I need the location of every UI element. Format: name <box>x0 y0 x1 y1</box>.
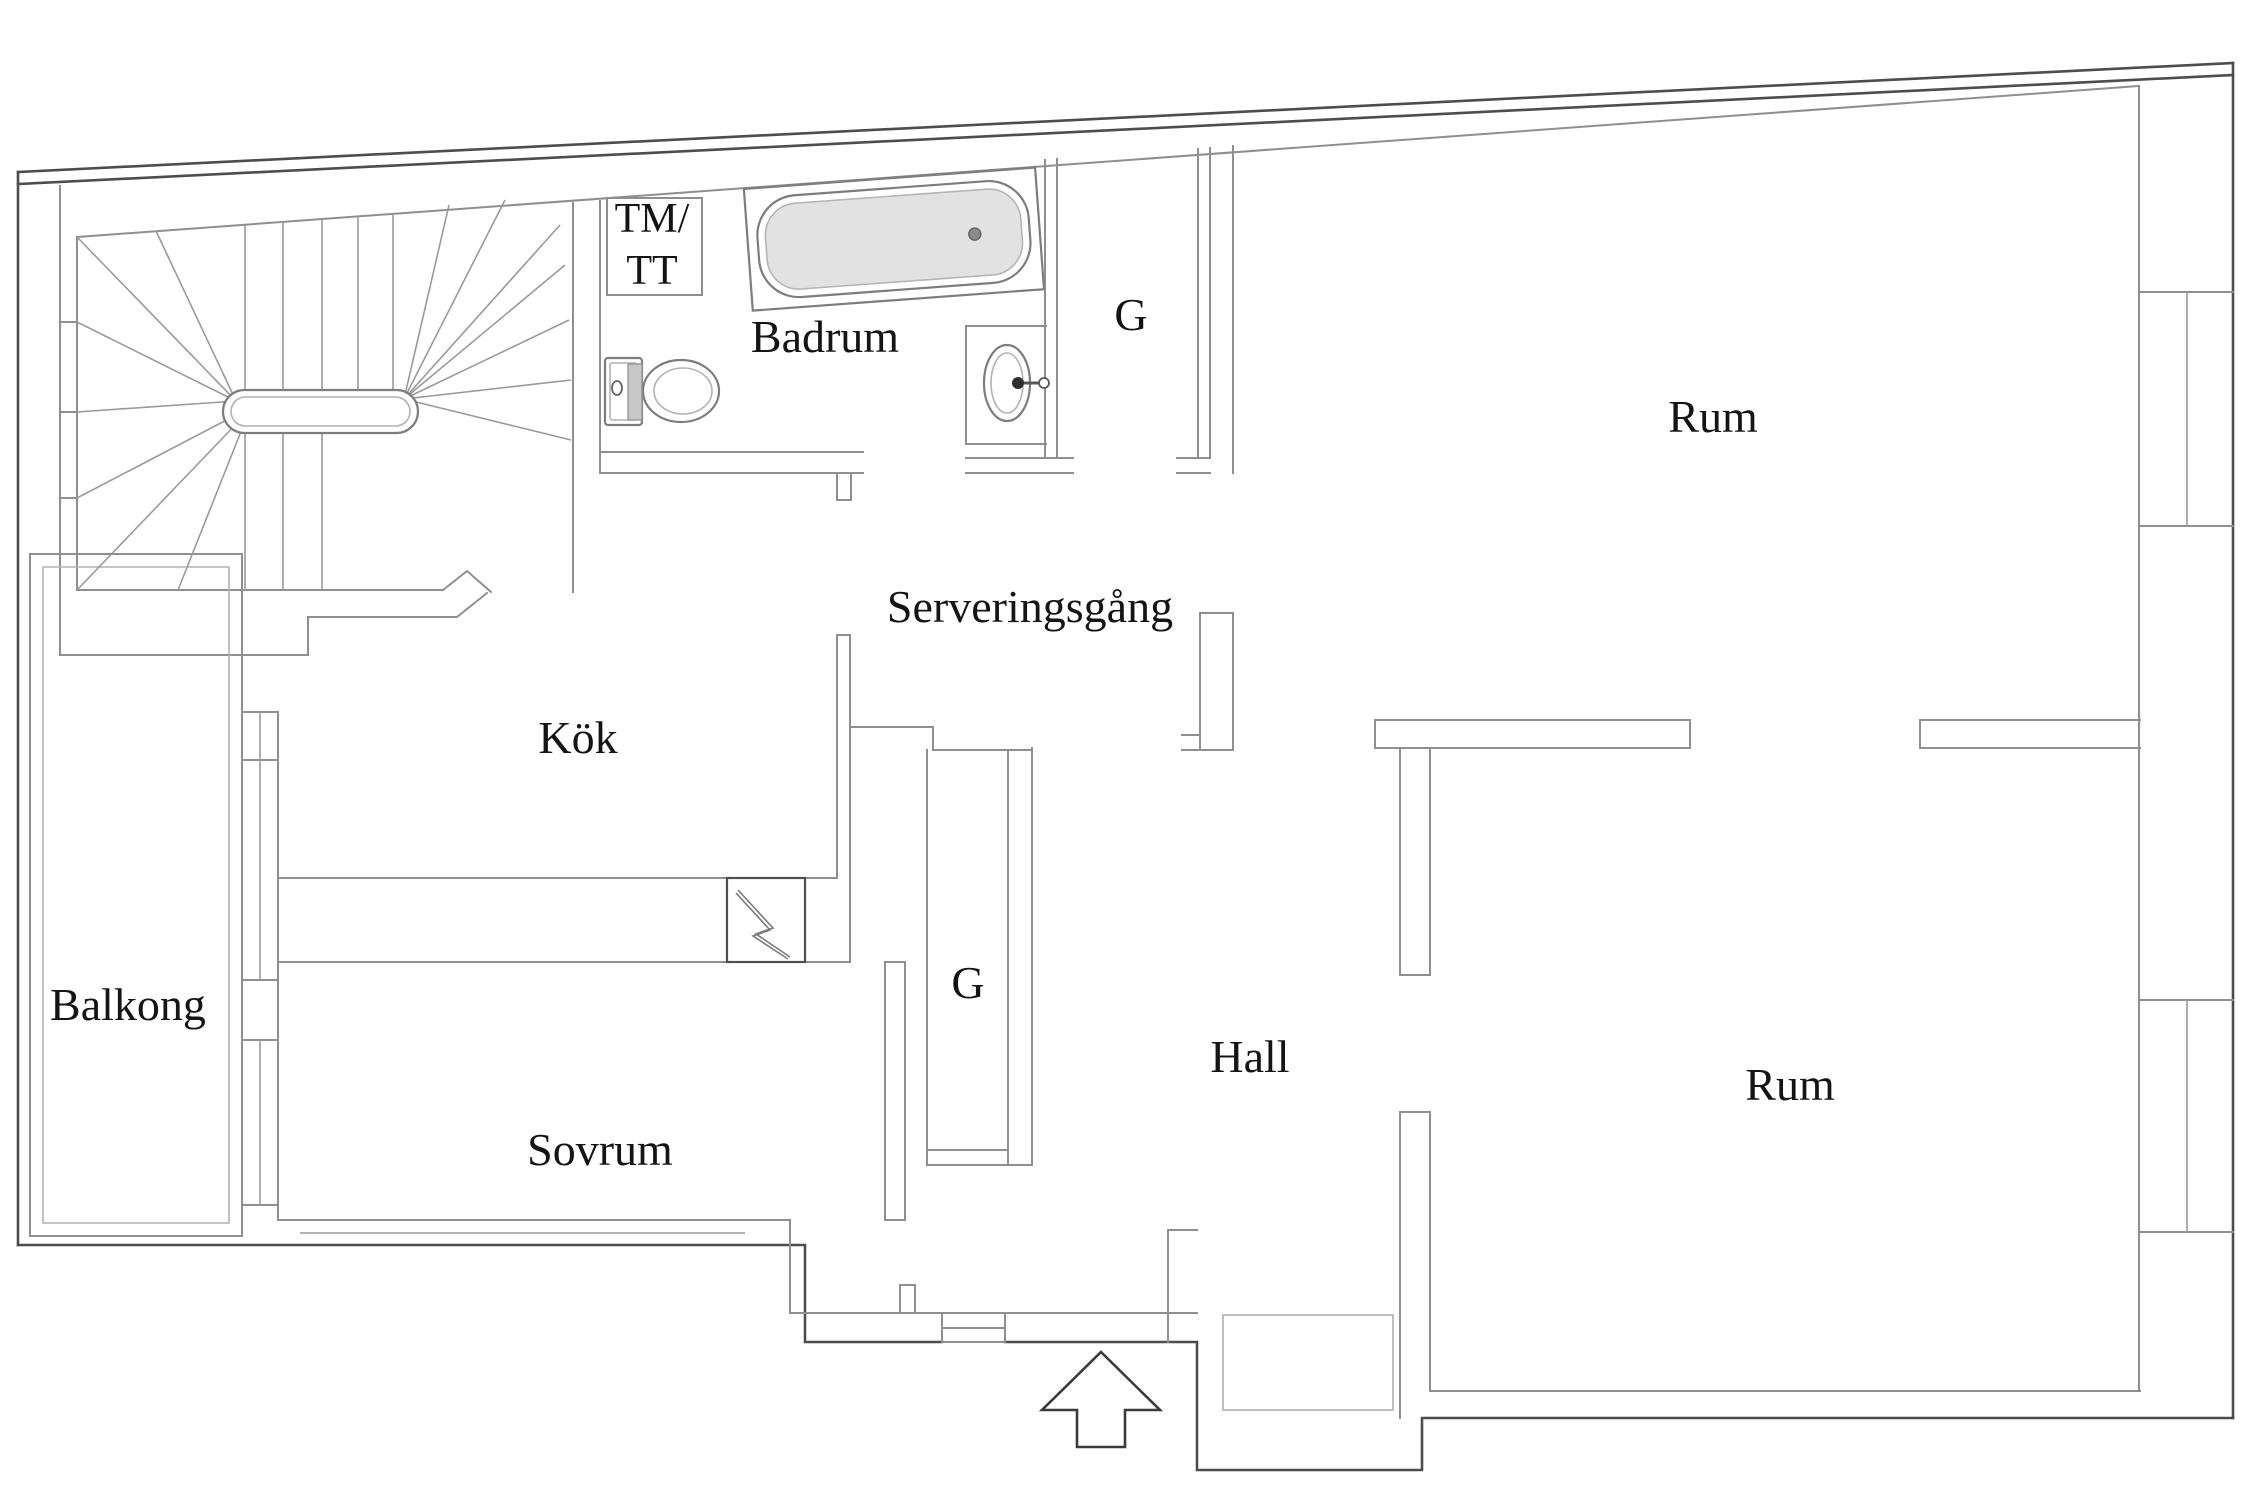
exterior-walls <box>16 61 2235 1472</box>
staircase <box>76 199 572 591</box>
toilet <box>603 356 721 427</box>
room-label-rum-top: Rum <box>1668 391 1758 442</box>
interior-walls <box>29 84 2234 1419</box>
room-label-balkong: Balkong <box>50 979 206 1030</box>
room-label-sovrum: Sovrum <box>527 1124 673 1175</box>
washbasin <box>982 343 1050 423</box>
entry-landing <box>1222 1314 1394 1411</box>
room-label-rum-bottom: Rum <box>1745 1059 1835 1110</box>
room-label-tmtt-line2: TT <box>626 248 677 294</box>
stair-newel-oval <box>221 388 420 435</box>
room-label-g-mid: G <box>951 957 984 1008</box>
room-label-serveringsgang: Serveringsgång <box>887 581 1173 632</box>
bathtub <box>742 166 1046 312</box>
bathtub-drain <box>968 227 982 241</box>
electrical-panel-symbol <box>725 876 807 964</box>
room-label-g-top: G <box>1114 289 1147 340</box>
entrance-arrow-icon <box>1038 1350 1164 1449</box>
room-label-kok: Kök <box>538 712 617 763</box>
room-label-tmtt-line1: TM/ <box>615 196 690 242</box>
room-labels: TM/ TT Badrum G Rum Serveringsgång Kök B… <box>50 196 1835 1175</box>
room-label-hall: Hall <box>1210 1031 1289 1082</box>
room-label-badrum: Badrum <box>751 311 899 362</box>
